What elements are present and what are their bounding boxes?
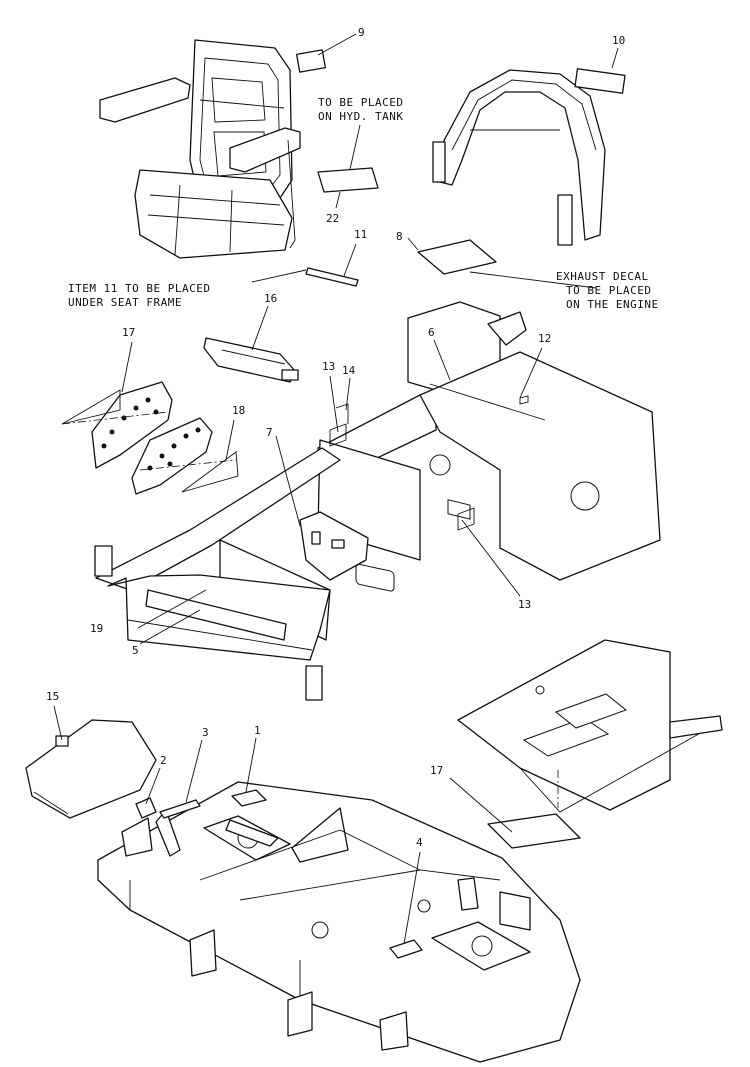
callout-10: 10 [612,34,625,47]
decal-9-shape [295,49,327,73]
callout-20: 19 [90,622,103,635]
note-exhaust-line3: ON THE ENGINE [566,298,659,311]
callout-7: 7 [266,426,273,439]
decal-4-shape [389,939,423,959]
callout-13-top: 13 [322,360,335,373]
note-item11-line1: ITEM 11 TO BE PLACED [68,282,210,295]
callout-14: 14 [342,364,356,377]
roll-bar [432,69,606,246]
decal-1-shape [231,789,267,807]
note-exhaust-line1: EXHAUST DECAL [556,270,649,283]
callout-16: 17 [122,326,135,339]
decal-3-shape [159,799,201,819]
side-panels [61,381,239,495]
note-item11-line2: UNDER SEAT FRAME [68,296,182,309]
callout-9: 9 [358,26,365,39]
mower-deck [97,781,581,1063]
note-hyd-tank-line2: ON HYD. TANK [318,110,403,123]
decal-11-shape [305,267,359,287]
callout-13-bottom: 13 [518,598,531,611]
callout-17: 18 [232,404,245,417]
callout-4: 4 [416,836,423,849]
callout-11: 11 [354,228,367,241]
seat [99,39,301,259]
decal-22-shape [317,167,379,193]
decal-10-shape [574,68,626,94]
callout-6: 6 [428,326,435,339]
callout-18: 17 [430,764,443,777]
note-hyd-tank-line1: TO BE PLACED [318,96,403,109]
callout-15: 16 [264,292,277,305]
deck-cover [25,719,157,819]
main-frame [94,301,661,701]
decal-18-shape [487,813,581,849]
callout-1: 1 [254,724,261,737]
callout-22: 22 [326,212,339,225]
callout-12: 12 [538,332,551,345]
foot-plate [457,639,723,813]
control-bracket [203,337,299,383]
callout-8: 8 [396,230,403,243]
callout-19: 15 [46,690,59,703]
note-exhaust-line2: TO BE PLACED [566,284,651,297]
callout-2: 2 [160,754,167,767]
callout-3: 3 [202,726,209,739]
decal-8-shape [417,239,497,275]
callout-5: 5 [132,644,139,657]
decal-2-shape [135,797,157,819]
